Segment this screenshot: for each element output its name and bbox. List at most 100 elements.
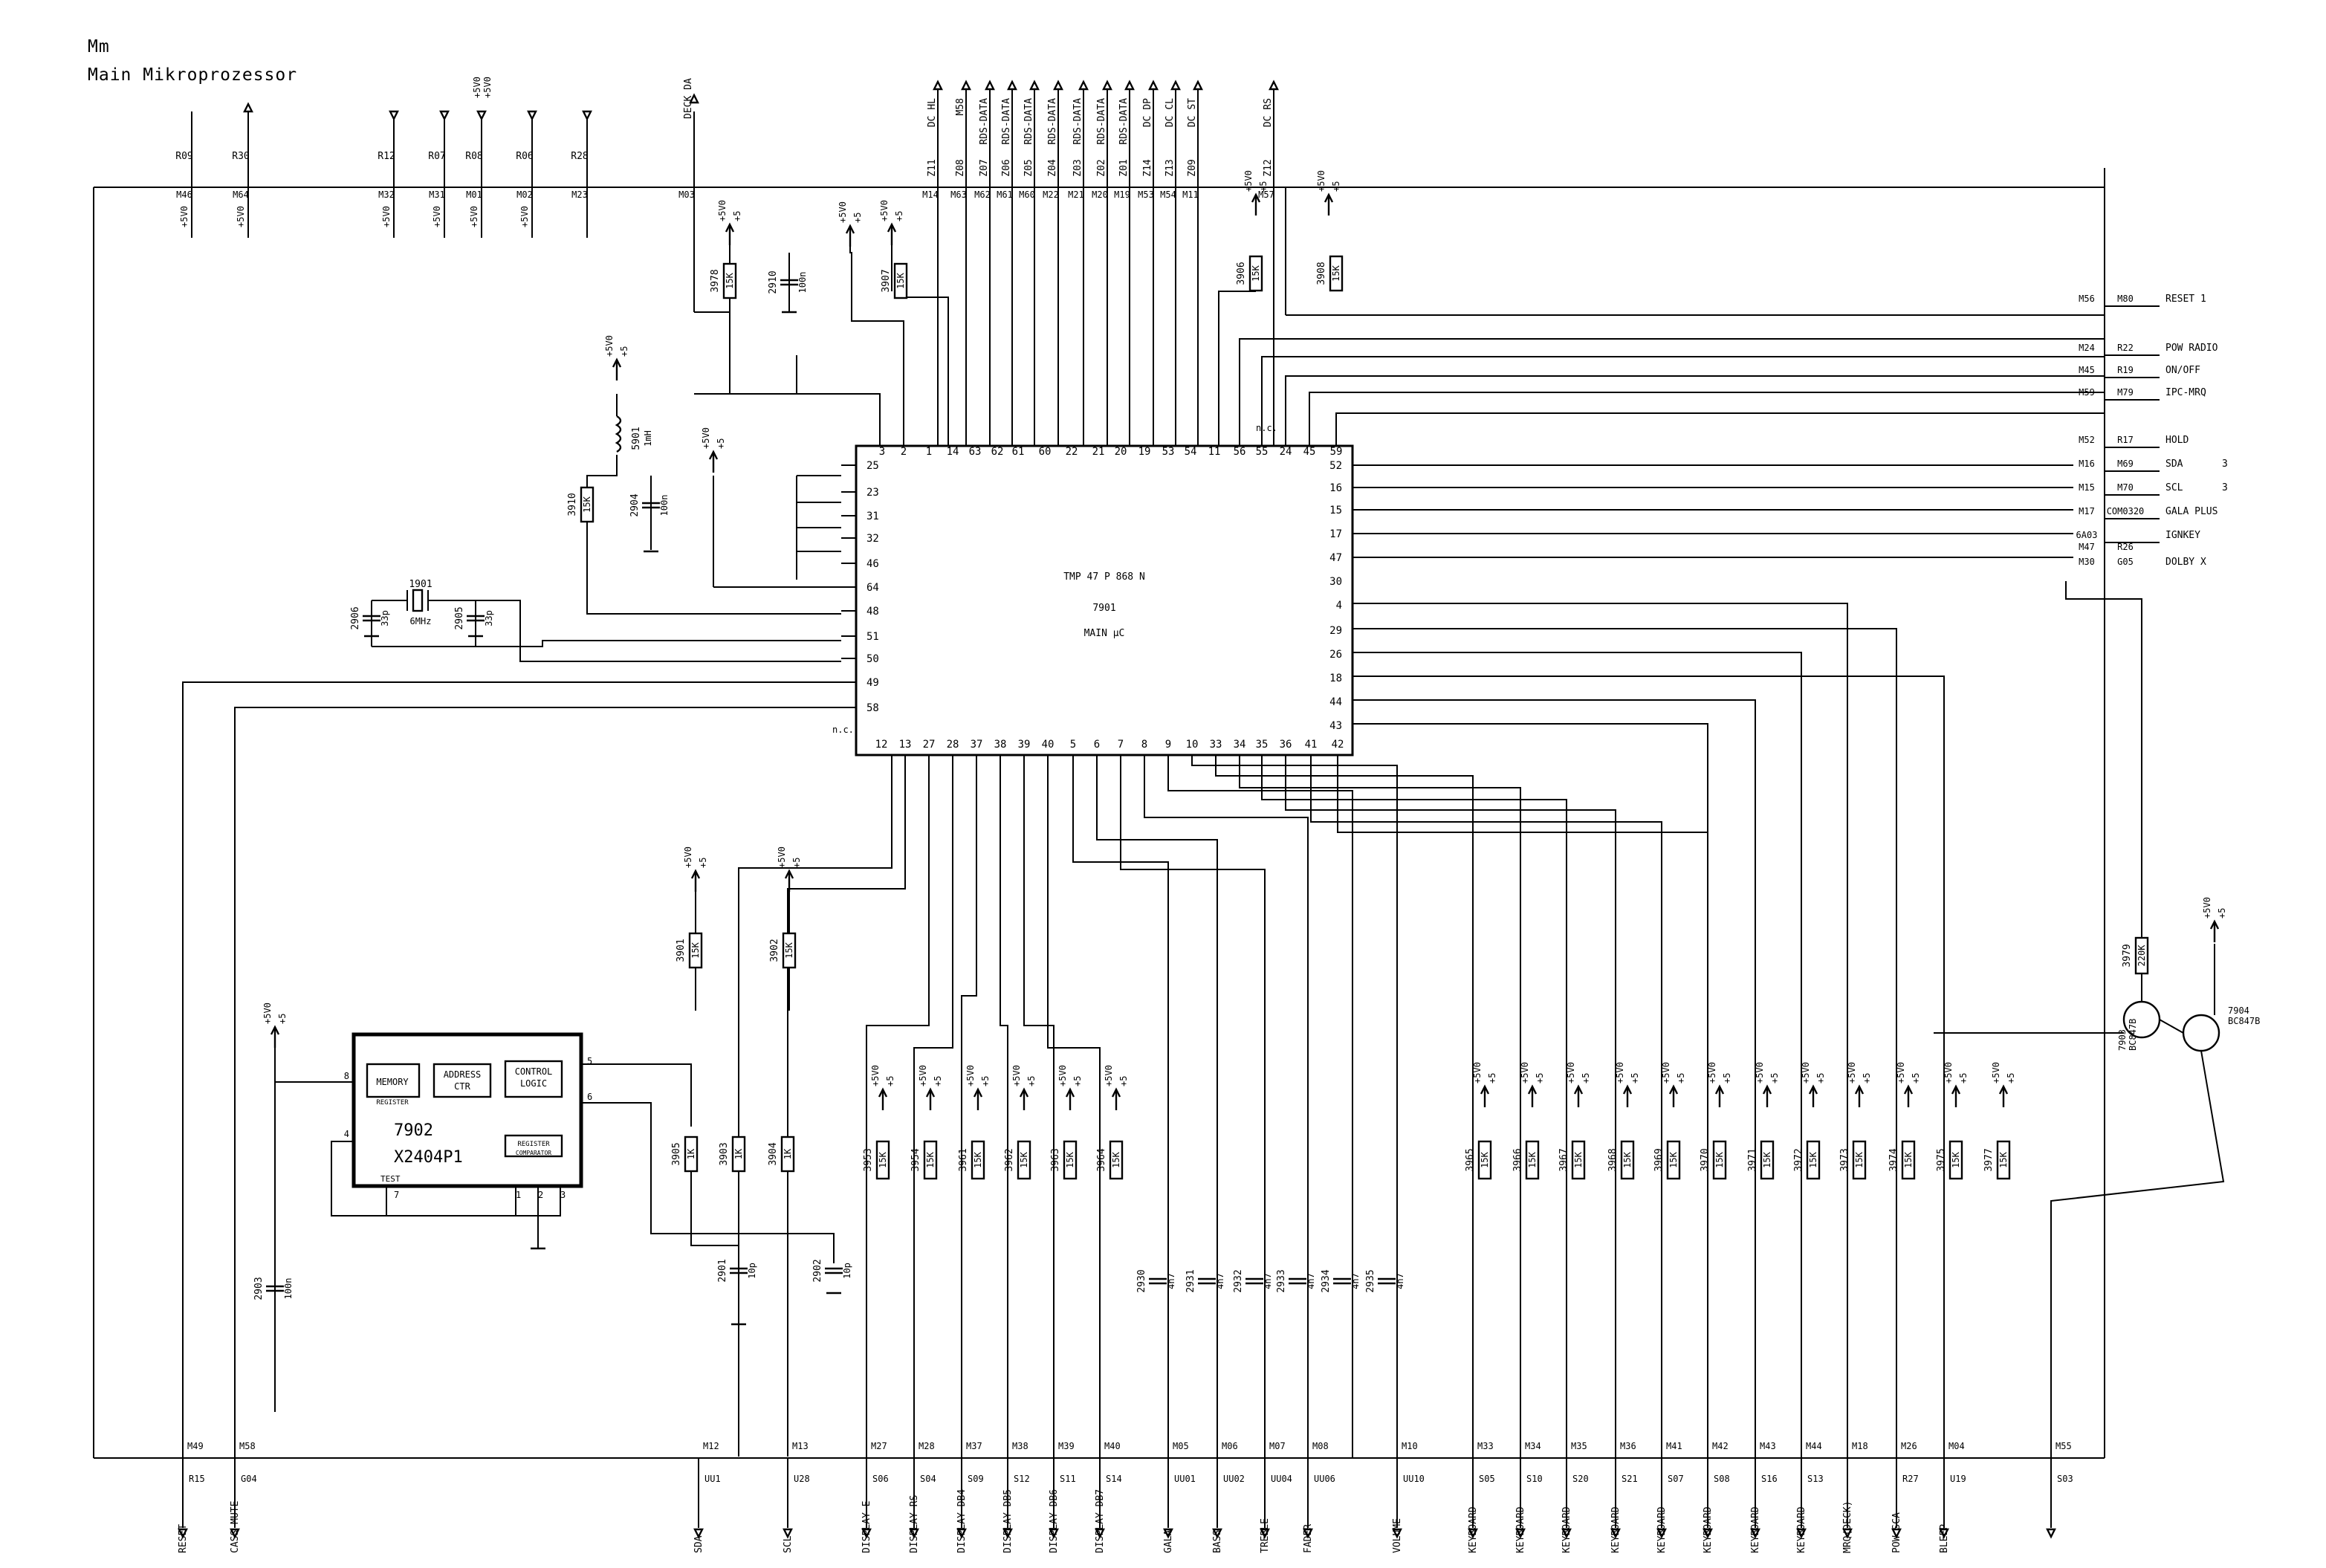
resistor-3964: [1109, 1140, 1124, 1180]
wire: [690, 1171, 739, 1246]
supply-label: +5V0: [1755, 1062, 1765, 1083]
ic-pin-number: 25: [866, 460, 879, 472]
bus-ref: Z13: [1164, 159, 1176, 176]
supply-label: +5: [732, 211, 742, 221]
supply-arrow: [1065, 1087, 1075, 1098]
bottom-ref: S04: [920, 1474, 936, 1484]
capacitor-ref: 2904: [629, 493, 641, 516]
supply-arrow: [973, 1087, 983, 1098]
resistor-3965: [1477, 1140, 1492, 1180]
supply-label: +5: [698, 858, 708, 868]
capacitor-value: 4n7: [1350, 1273, 1361, 1289]
ic-7902-memory: [366, 1063, 421, 1098]
bus-net: RDS-DATA: [1072, 98, 1083, 145]
capacitor-ref: 2901: [717, 1259, 728, 1282]
supply-label: +5: [2006, 1073, 2016, 1083]
bottom-net: BLEEP: [1939, 1524, 1950, 1553]
bottom-ref: S13: [1807, 1474, 1824, 1484]
resistor-ref: 3954: [910, 1148, 921, 1171]
resistor-value: 15K: [784, 942, 794, 958]
connector-ref: R08: [465, 151, 482, 162]
supply-arrow: [887, 222, 897, 233]
bottom-pad: M33: [1477, 1441, 1494, 1451]
capacitor-ref: 2903: [253, 1277, 265, 1300]
ic-pin-number: 41: [1305, 739, 1318, 751]
supply-label: +5: [1815, 1073, 1826, 1083]
ic-part: TMP 47 P 868 N: [1063, 571, 1145, 583]
resistor-ref: 3963: [1050, 1148, 1061, 1171]
bottom-ref: S12: [1014, 1474, 1030, 1484]
wire: [1167, 755, 1353, 1458]
arrow-marker: [582, 110, 592, 121]
arrow-marker: [389, 110, 399, 121]
resistor-ref: 3953: [863, 1148, 874, 1171]
ic-pin-number: 14: [947, 446, 959, 458]
inductor-5901: [615, 415, 622, 453]
signal-pad: M52: [2079, 435, 2095, 445]
arrow-up: [1029, 80, 1040, 91]
supply-label: +5V0: [1661, 1062, 1671, 1083]
no-connect: n.c.: [1256, 423, 1277, 433]
arrow-down: [909, 1528, 919, 1539]
bottom-pad: M40: [1104, 1441, 1121, 1451]
signal-pad: M47: [2079, 542, 2095, 552]
bus-pad: M21: [1068, 189, 1084, 200]
resistor-value: 15K: [1903, 1151, 1914, 1167]
supply-label: +5: [1862, 1073, 1872, 1083]
crystal-value: 6MHz: [410, 616, 432, 626]
bus-net: RDS-DATA: [1047, 98, 1058, 145]
resistor-value: 15K: [1331, 265, 1341, 281]
ic-pin-number: 46: [866, 558, 879, 570]
signal-ref: M79: [2117, 387, 2134, 398]
signal-pad: M59: [2079, 387, 2095, 398]
bottom-pad: M49: [187, 1441, 204, 1451]
bus-pad: M61: [997, 189, 1013, 200]
ic-pin-number: 13: [899, 739, 912, 751]
bottom-pad: M04: [1948, 1441, 1965, 1451]
supply-label: +5: [1026, 1076, 1037, 1086]
bottom-net: POW SCA: [1891, 1512, 1902, 1553]
supply-label: +5V0: [717, 200, 728, 221]
supply-label: +5V0: [1104, 1065, 1114, 1086]
supply-label: +5: [277, 1014, 288, 1024]
bottom-ref: UU06: [1314, 1474, 1335, 1484]
supply-arrow: [1998, 1084, 2009, 1095]
supply-label: +5: [1118, 1076, 1129, 1086]
capacitor-value: 33p: [380, 610, 390, 626]
bottom-net: MRQ(DECK): [1842, 1501, 1853, 1553]
capacitor-value: 100n: [283, 1278, 294, 1300]
ic-7902-address: [433, 1063, 492, 1098]
resistor-value: 15K: [725, 272, 735, 288]
transistor-ref: 7904: [2228, 1005, 2249, 1016]
ic-pin-number: 60: [1039, 446, 1052, 458]
supply-arrow: [690, 869, 701, 879]
ic-pin-number: 52: [1329, 460, 1342, 472]
bus-ref: Z06: [1001, 159, 1012, 176]
signal-net: SCL: [2165, 482, 2183, 493]
bottom-ref: UU02: [1223, 1474, 1245, 1484]
capacitor-ref: 2931: [1185, 1269, 1196, 1292]
capacitor-ref: 2932: [1233, 1269, 1244, 1292]
signal-net: GALA PLUS: [2165, 506, 2218, 517]
wire: [738, 755, 893, 1457]
arrow-marker: [527, 110, 537, 121]
resistor-3966: [1525, 1140, 1540, 1180]
ic-pin-number: 64: [866, 582, 879, 594]
capacitor-value: 10p: [842, 1263, 852, 1279]
arrow-up: [933, 80, 943, 91]
wire: [1337, 755, 1708, 1458]
wire: [901, 297, 949, 446]
supply-arrow: [2209, 919, 2220, 930]
signal-net: ON/OFF: [2165, 365, 2200, 376]
resistor-3968: [1620, 1140, 1635, 1180]
bus-net: RDS-DATA: [1096, 98, 1107, 145]
supply-label: +5: [1072, 1076, 1083, 1086]
signal-pad: M30: [2079, 557, 2095, 567]
bottom-net: KEYBOARD: [1750, 1506, 1761, 1553]
resistor-ref: 3964: [1096, 1148, 1107, 1171]
connector-ref: R09: [175, 151, 192, 162]
transistor-7903: [2122, 1000, 2161, 1039]
ic-pin-number: 32: [866, 533, 879, 545]
eeprom-control: CONTROL: [515, 1066, 553, 1077]
